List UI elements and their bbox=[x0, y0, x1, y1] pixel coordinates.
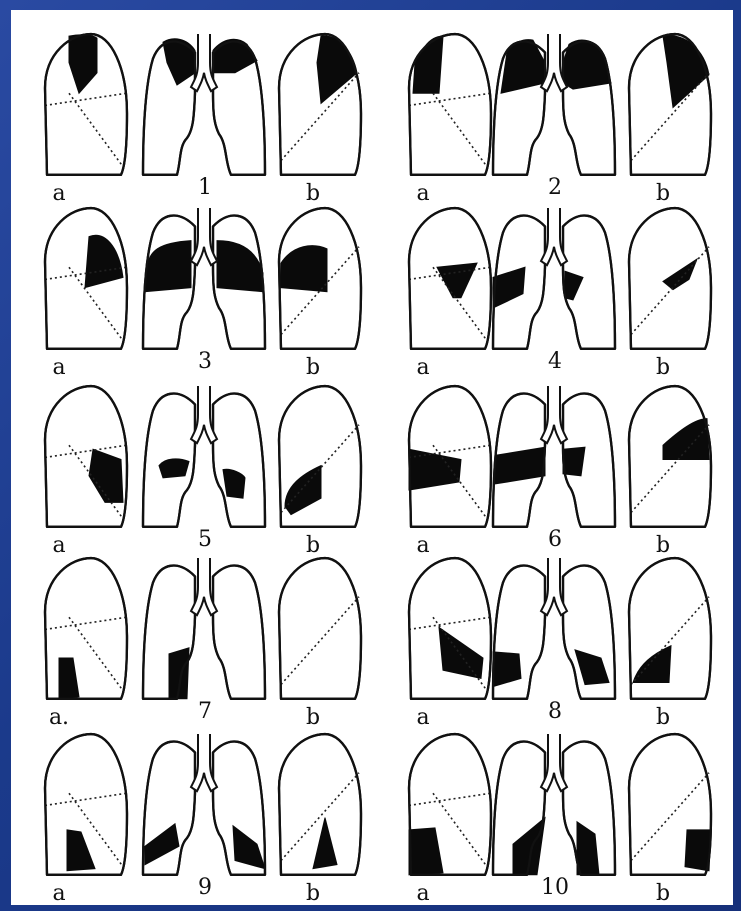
case-10-label-a: a bbox=[416, 881, 429, 905]
case-8-view-a bbox=[409, 558, 491, 699]
case-1-frontal-view bbox=[143, 34, 265, 175]
case-2-view-a bbox=[409, 34, 491, 175]
case-8-view-b bbox=[629, 558, 711, 699]
case-5-frontal-view bbox=[143, 386, 265, 527]
case-1-view-a bbox=[45, 34, 127, 175]
case-6-label-a: a bbox=[416, 533, 429, 558]
case-7-label-b: b bbox=[306, 705, 320, 730]
case-3-view-b bbox=[279, 208, 361, 349]
case-9-view-b bbox=[279, 734, 361, 875]
case-6-number: 6 bbox=[548, 527, 562, 552]
case-8-frontal-view bbox=[493, 558, 615, 699]
case-7-number: 7 bbox=[198, 699, 212, 724]
case-6-label-b: b bbox=[656, 533, 670, 558]
case-2-number: 2 bbox=[548, 175, 562, 200]
case-10-label-b: b bbox=[656, 881, 670, 905]
case-2-view-b bbox=[629, 34, 711, 175]
case-3-label-a: a bbox=[52, 355, 65, 380]
case-5-frontal-view-shaded-segment bbox=[159, 459, 189, 478]
case-1-label-a: a bbox=[52, 181, 65, 206]
case-7-view-b bbox=[279, 558, 361, 699]
diagram-panel: a 1 b a 2 b a 3 b a 4 b a 5 b a 6 b a. 7 b a 8 b a 9 b a 10 b bbox=[11, 10, 733, 905]
case-5-label-b: b bbox=[306, 533, 320, 558]
case-4-number: 4 bbox=[548, 349, 562, 374]
case-2-label-a: a bbox=[416, 181, 429, 206]
case-2-frontal-view bbox=[493, 34, 615, 175]
case-5-frontal-view-left-lung bbox=[213, 394, 265, 527]
case-9-label-a: a bbox=[52, 881, 65, 905]
case-7-view-a bbox=[45, 558, 127, 699]
case-6-frontal-view-shaded-segment bbox=[563, 447, 585, 476]
case-10-view-a bbox=[409, 734, 491, 875]
case-3-view-a bbox=[45, 208, 127, 349]
lung-lobe-diagram: a 1 b a 2 b a 3 b a 4 b a 5 b a 6 b a. 7 b a 8 b a 9 b a 10 b bbox=[11, 10, 733, 905]
case-6-view-b bbox=[629, 386, 711, 527]
case-9-label-b: b bbox=[306, 881, 320, 905]
case-3-number: 3 bbox=[198, 349, 212, 374]
case-5-number: 5 bbox=[198, 527, 212, 552]
case-9-view-a bbox=[45, 734, 127, 875]
case-4-label-a: a bbox=[416, 355, 429, 380]
case-4-frontal-view bbox=[493, 208, 615, 349]
case-4-view-a bbox=[409, 208, 491, 349]
case-10-number: 10 bbox=[541, 875, 569, 900]
case-8-label-b: b bbox=[656, 705, 670, 730]
case-8-number: 8 bbox=[548, 699, 562, 724]
case-1-number: 1 bbox=[198, 175, 212, 200]
case-7-frontal-view bbox=[143, 558, 265, 699]
case-5-view-b bbox=[279, 386, 361, 527]
case-1-view-b bbox=[279, 34, 361, 175]
case-5-view-a bbox=[45, 386, 127, 527]
case-9-frontal-view bbox=[143, 734, 265, 875]
case-2-label-b: b bbox=[656, 181, 670, 206]
case-6-view-a bbox=[409, 386, 491, 527]
case-1-label-b: b bbox=[306, 181, 320, 206]
case-7-label-a: a. bbox=[49, 705, 69, 730]
case-10-frontal-view bbox=[493, 734, 615, 875]
case-3-frontal-view bbox=[143, 208, 265, 349]
case-4-view-b bbox=[629, 208, 711, 349]
case-4-label-b: b bbox=[656, 355, 670, 380]
case-6-frontal-view bbox=[493, 386, 615, 527]
case-3-label-b: b bbox=[306, 355, 320, 380]
case-8-label-a: a bbox=[416, 705, 429, 730]
case-5-label-a: a bbox=[52, 533, 65, 558]
case-9-number: 9 bbox=[198, 875, 212, 900]
case-7-frontal-view-left-lung bbox=[213, 566, 265, 699]
case-10-view-b bbox=[629, 734, 711, 875]
